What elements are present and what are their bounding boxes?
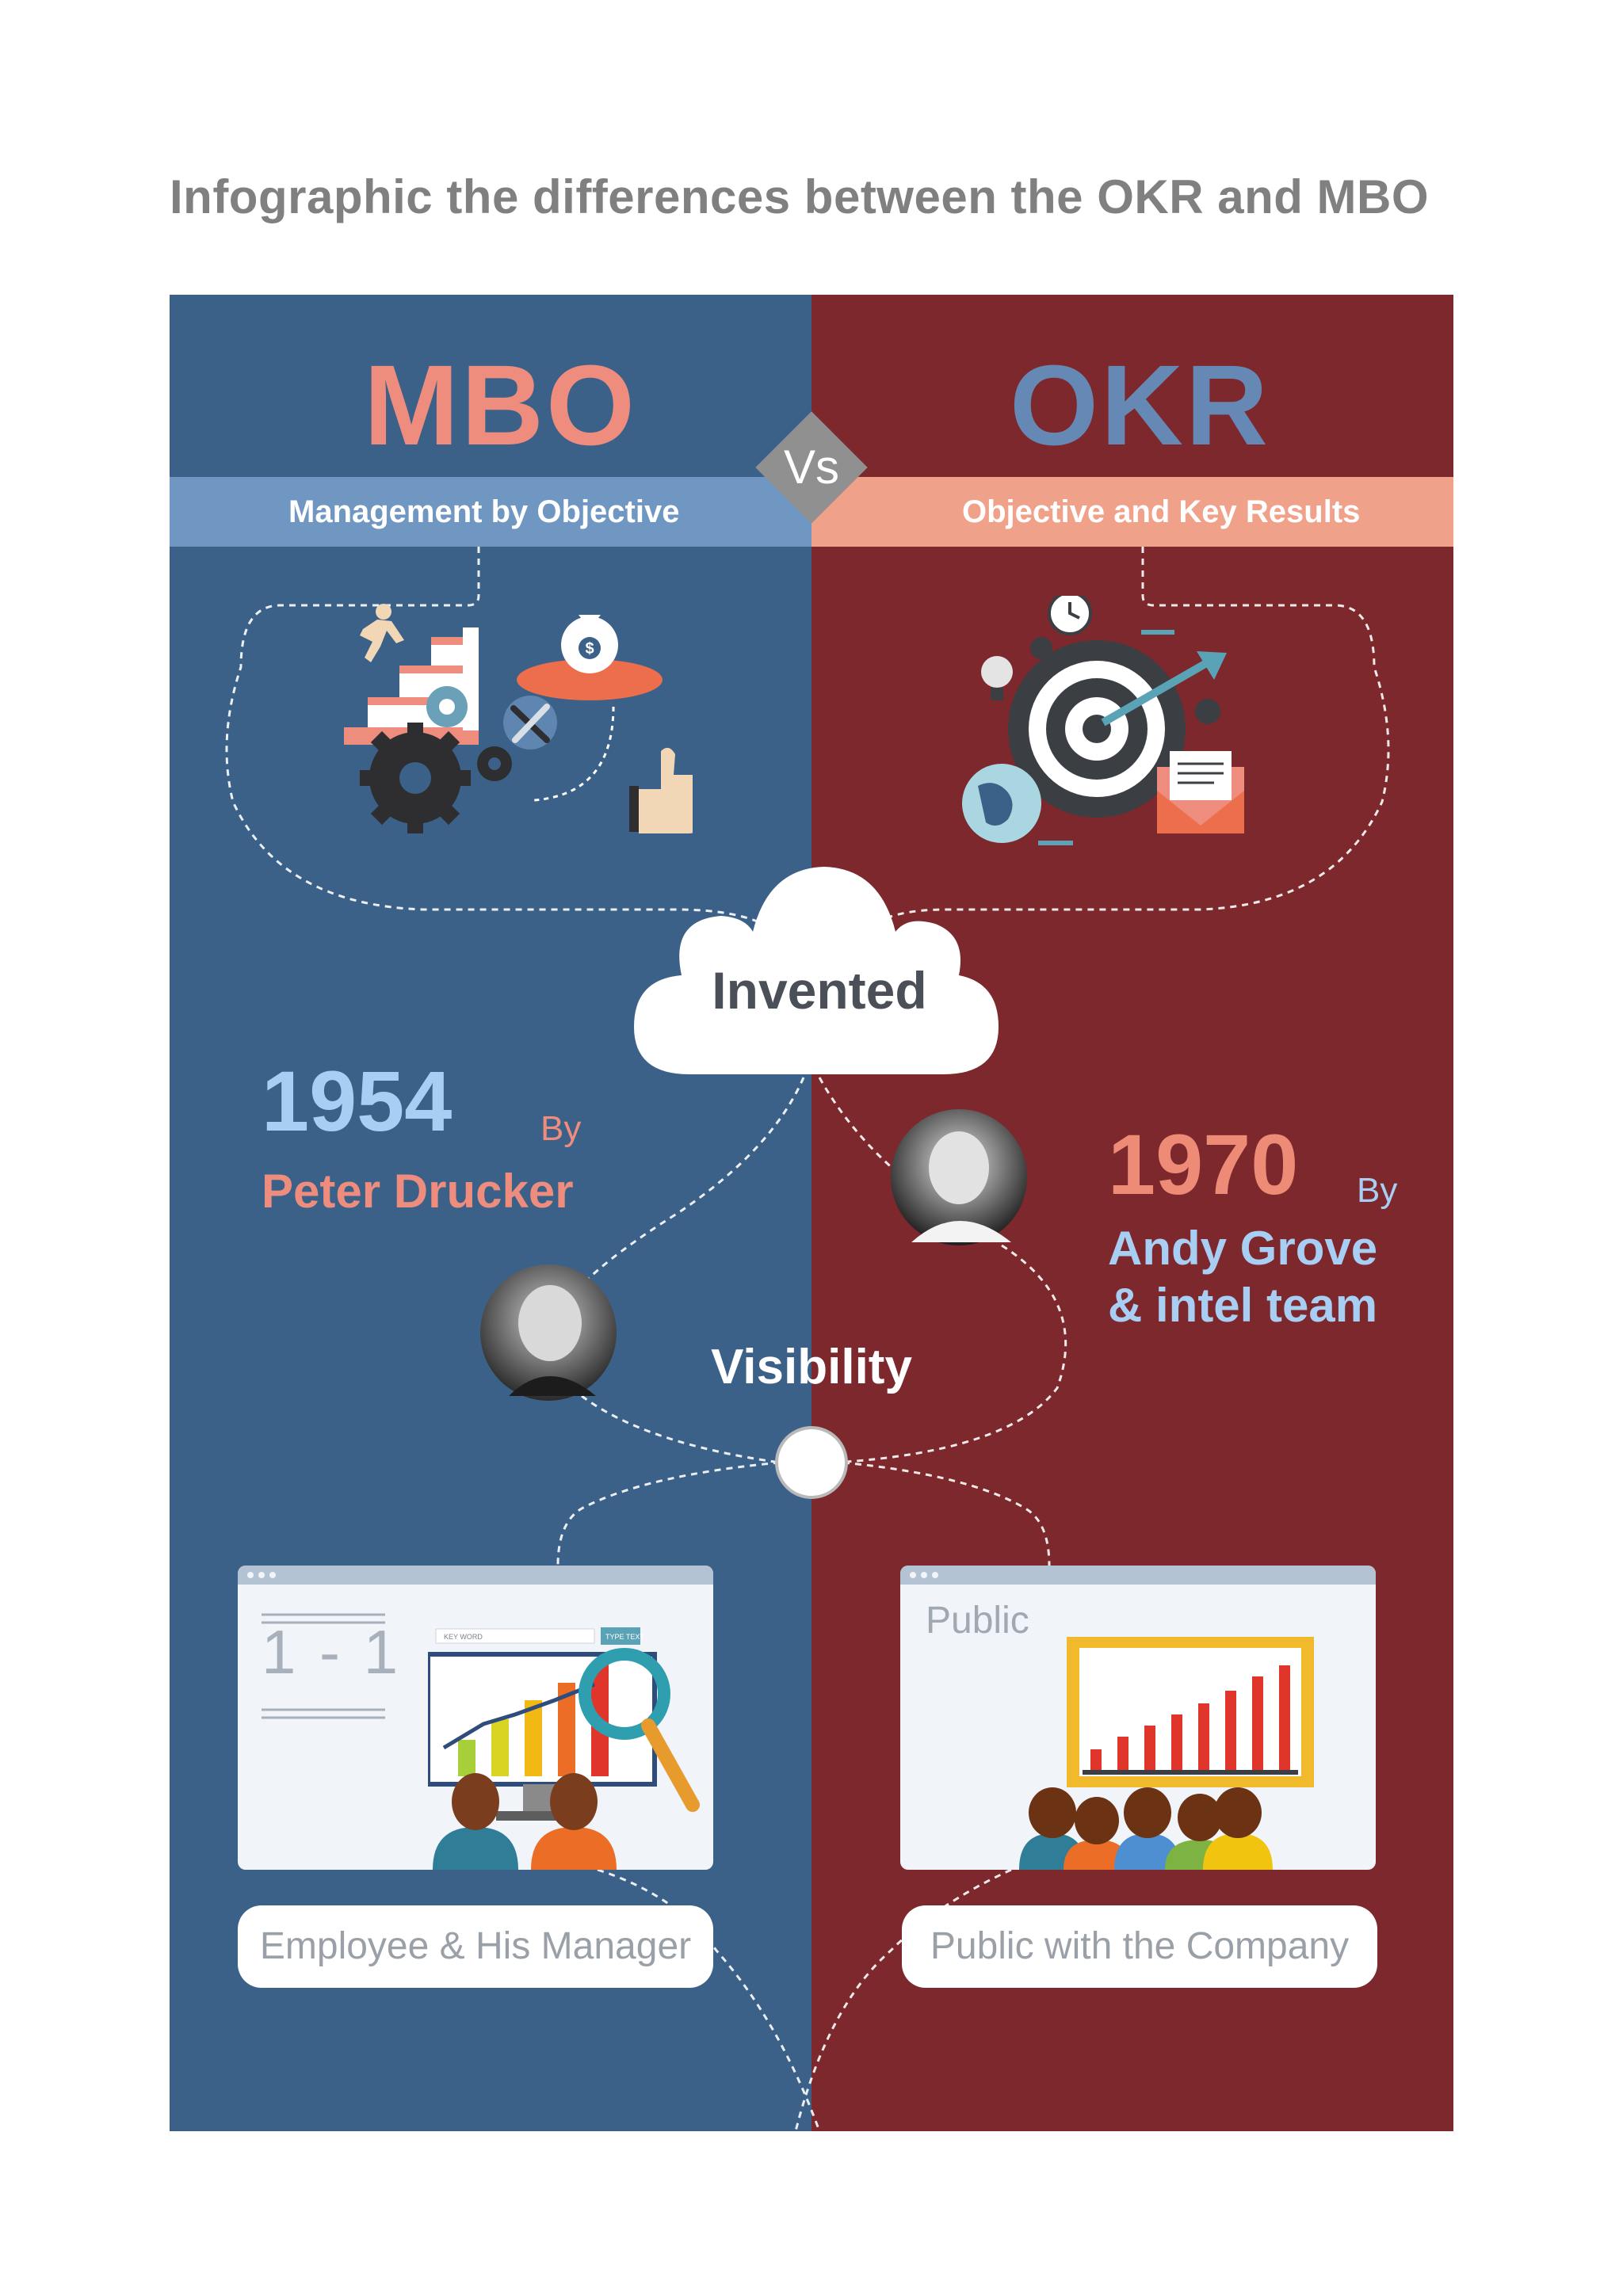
globe-icon (962, 764, 1041, 843)
magnifier-icon (579, 1648, 700, 1812)
runner-icon (360, 604, 404, 662)
okr-visibility-label: Public with the Company (902, 1905, 1377, 1988)
mbo-illustration: $ (344, 604, 693, 833)
audience-icon (1019, 1787, 1273, 1870)
window-titlebar (238, 1566, 713, 1585)
mbo-visibility-label: Employee & His Manager (238, 1905, 713, 1988)
okr-subtitle: Objective and Key Results (962, 494, 1361, 529)
public-text: Public (926, 1600, 1029, 1642)
connector-lines (225, 547, 1390, 2131)
page-title: Infographic the differences between the … (170, 170, 1430, 223)
lightbulb-icon (981, 656, 1013, 700)
mbo-subtitle-band: Management by Objective (170, 477, 812, 547)
okr-heading: OKR (1010, 341, 1270, 469)
one-one-rules (262, 1613, 385, 1719)
clock-icon (1048, 596, 1092, 635)
mbo-subtitle: Management by Objective (288, 494, 680, 529)
vs-label: Vs (783, 441, 840, 494)
okr-visibility-card: Public (900, 1566, 1376, 1870)
mbo-by-label: By (540, 1109, 582, 1148)
money-bag-icon: $ (517, 615, 663, 700)
cycle-arrow-icon (533, 706, 615, 802)
meeting-illustration: KEY WORD TYPE TEXT (428, 1627, 700, 1870)
presentation-illustration (1019, 1637, 1314, 1870)
window-titlebar (900, 1566, 1376, 1585)
peter-drucker-photo (480, 1264, 617, 1401)
mbo-visibility-card: 1 - 1 KEY WORD TYPE TEXT (238, 1566, 713, 1870)
mbo-heading: MBO (364, 341, 637, 469)
okr-inventor: Andy Grove & intel team (1108, 1220, 1377, 1334)
okr-inventor-line-1: Andy Grove (1108, 1222, 1378, 1275)
window-dot (910, 1572, 916, 1578)
bar-chart-icon (1090, 1665, 1290, 1772)
window-dot (921, 1572, 927, 1578)
mbo-inventor: Peter Drucker (262, 1165, 574, 1218)
okr-year: 1970 (1108, 1116, 1299, 1212)
center-node (775, 1426, 848, 1499)
window-dot (247, 1572, 254, 1578)
invented-cloud (634, 867, 999, 1074)
tools-icon (503, 696, 557, 749)
search-keyword-text: KEY WORD (444, 1633, 483, 1641)
audience-icon (433, 1773, 617, 1870)
arrow-icon (1101, 651, 1227, 727)
gear-icon (360, 723, 512, 833)
invented-label: Invented (712, 961, 927, 1020)
type-text-button-label: TYPE TEXT (605, 1633, 644, 1641)
andy-grove-photo (891, 1109, 1027, 1245)
small-gear-icon (1030, 637, 1220, 724)
thumbs-up-icon (629, 747, 693, 833)
envelope-icon (1157, 751, 1244, 833)
okr-illustration (962, 596, 1244, 845)
window-dot (269, 1572, 276, 1578)
window-dot (258, 1572, 265, 1578)
visibility-label: Visibility (711, 1340, 912, 1394)
okr-by-label: By (1357, 1171, 1398, 1210)
okr-subtitle-band: Objective and Key Results (812, 477, 1453, 547)
mbo-year: 1954 (262, 1053, 453, 1149)
infographic-panel: MBO OKR Management by Objective Objectiv… (170, 295, 1453, 2131)
okr-inventor-line-2: & intel team (1108, 1279, 1378, 1332)
one-on-one-text: 1 - 1 (262, 1617, 402, 1687)
window-dot (932, 1572, 938, 1578)
small-gear-icon (426, 686, 468, 727)
svg-text:$: $ (585, 640, 594, 658)
target-icon (1008, 640, 1186, 818)
